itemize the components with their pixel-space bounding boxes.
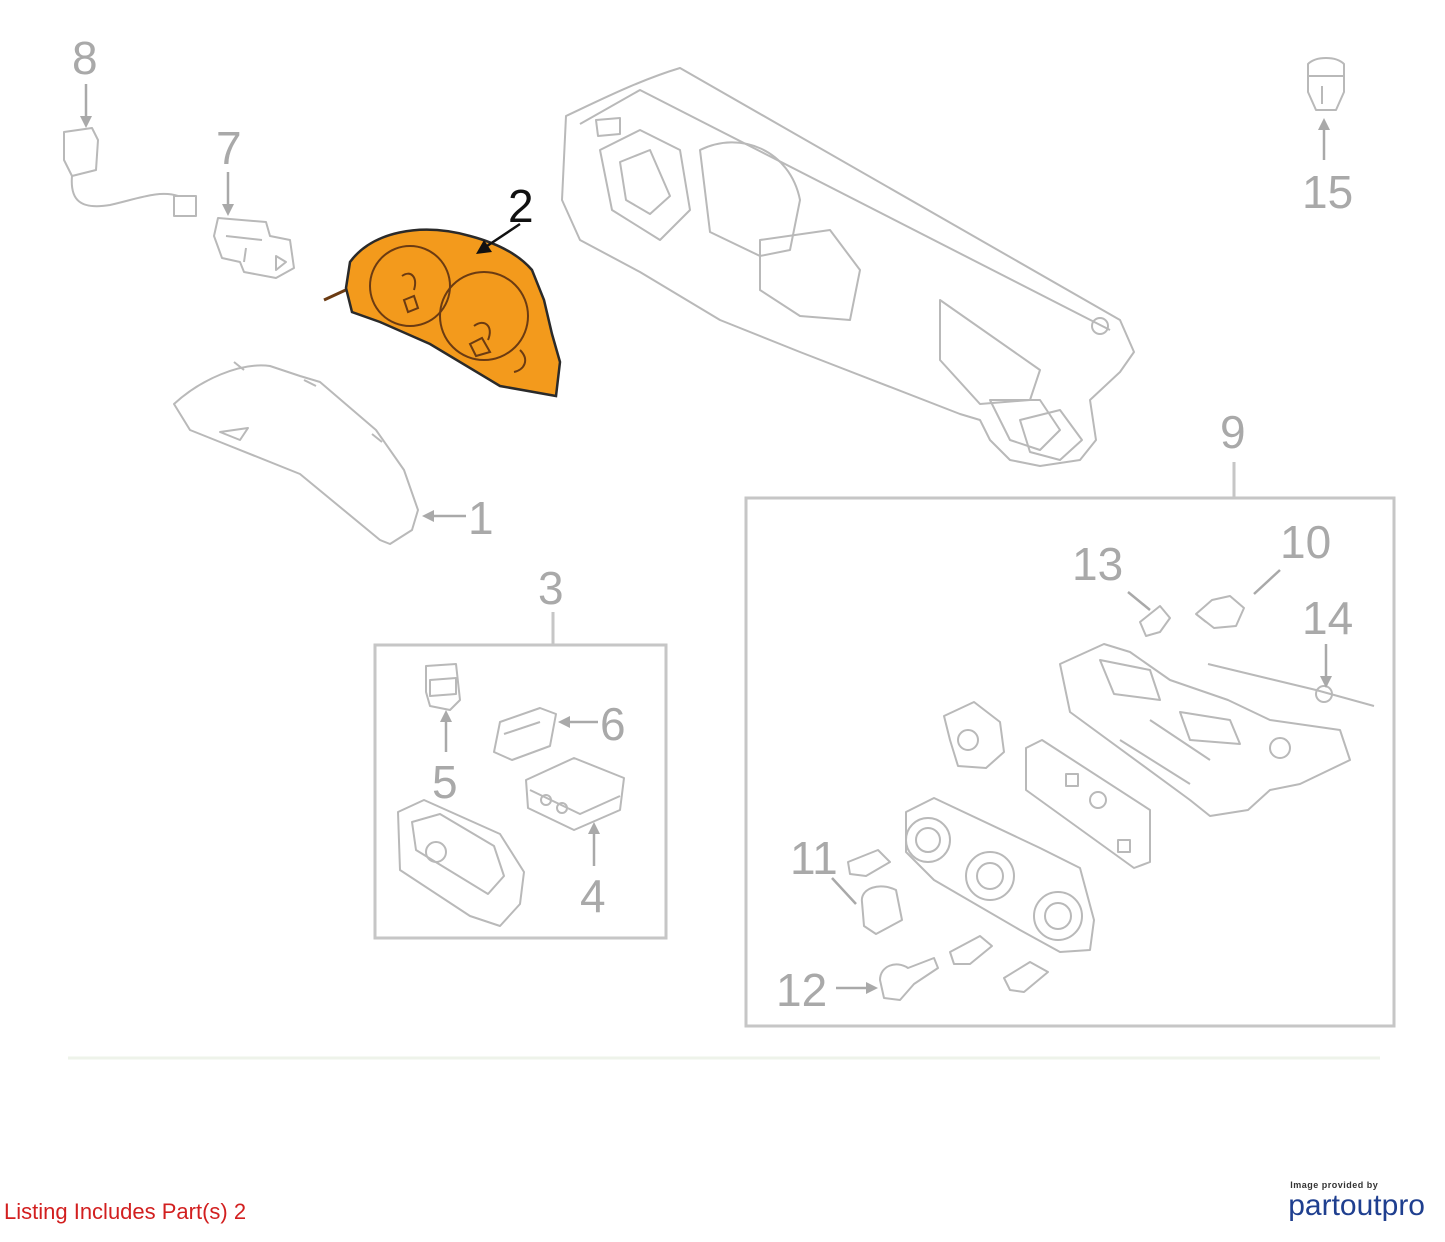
part-13-bulb (1139, 605, 1171, 637)
console-bezel (397, 799, 525, 927)
part-10-actuator (1195, 595, 1245, 629)
callout-15: 15 (1302, 166, 1353, 218)
callout-2: 2 (508, 180, 534, 232)
callout-11: 11 (790, 832, 838, 884)
part-14-cable (1207, 663, 1375, 707)
bulb-socket-b (1003, 961, 1049, 993)
arrow-13 (1127, 591, 1151, 611)
part-2-instrument-cluster (323, 228, 562, 398)
callout-1: 1 (468, 492, 494, 544)
arrow-2 (483, 222, 521, 250)
control-circuit-board (1025, 739, 1151, 869)
dashboard-panel (561, 67, 1135, 467)
blower-motor (943, 701, 1005, 769)
partoutpro-logo: partoutpro (1288, 1189, 1425, 1222)
part-12-knob (879, 957, 939, 1001)
brand-caption: Image provided by (1290, 1180, 1379, 1190)
part-8-connector (63, 127, 197, 217)
part-9-group-frame (744, 496, 1396, 1028)
heater-control-housing (1059, 643, 1351, 817)
control-face-panel (905, 797, 1095, 953)
callout-6: 6 (600, 698, 626, 750)
callout-13: 13 (1072, 538, 1123, 590)
callout-3: 3 (538, 562, 564, 614)
bulb-socket-a (949, 935, 993, 965)
part-5-switch (425, 663, 461, 711)
callout-8: 8 (72, 32, 98, 84)
callout-10: 10 (1280, 516, 1331, 568)
callout-5: 5 (432, 756, 458, 808)
callout-12: 12 (776, 964, 827, 1016)
part-7-switch (213, 217, 295, 279)
part-15-shift-knob (1307, 57, 1345, 111)
listing-note: Listing Includes Part(s) 2 (4, 1199, 247, 1224)
callout-7: 7 (216, 122, 242, 174)
part-11-knob (847, 849, 903, 935)
arrow-10 (1253, 569, 1281, 595)
callout-14: 14 (1302, 592, 1353, 644)
brand-block: Image provided by partoutpro (1288, 1180, 1425, 1222)
part-1-cluster-hood (173, 361, 419, 545)
arrow-11 (831, 877, 857, 905)
part-3-group-frame (373, 643, 668, 940)
callout-9: 9 (1220, 406, 1246, 458)
part-4-switch-panel (525, 757, 625, 831)
callout-4: 4 (580, 870, 606, 922)
part-6-switch (493, 707, 557, 761)
